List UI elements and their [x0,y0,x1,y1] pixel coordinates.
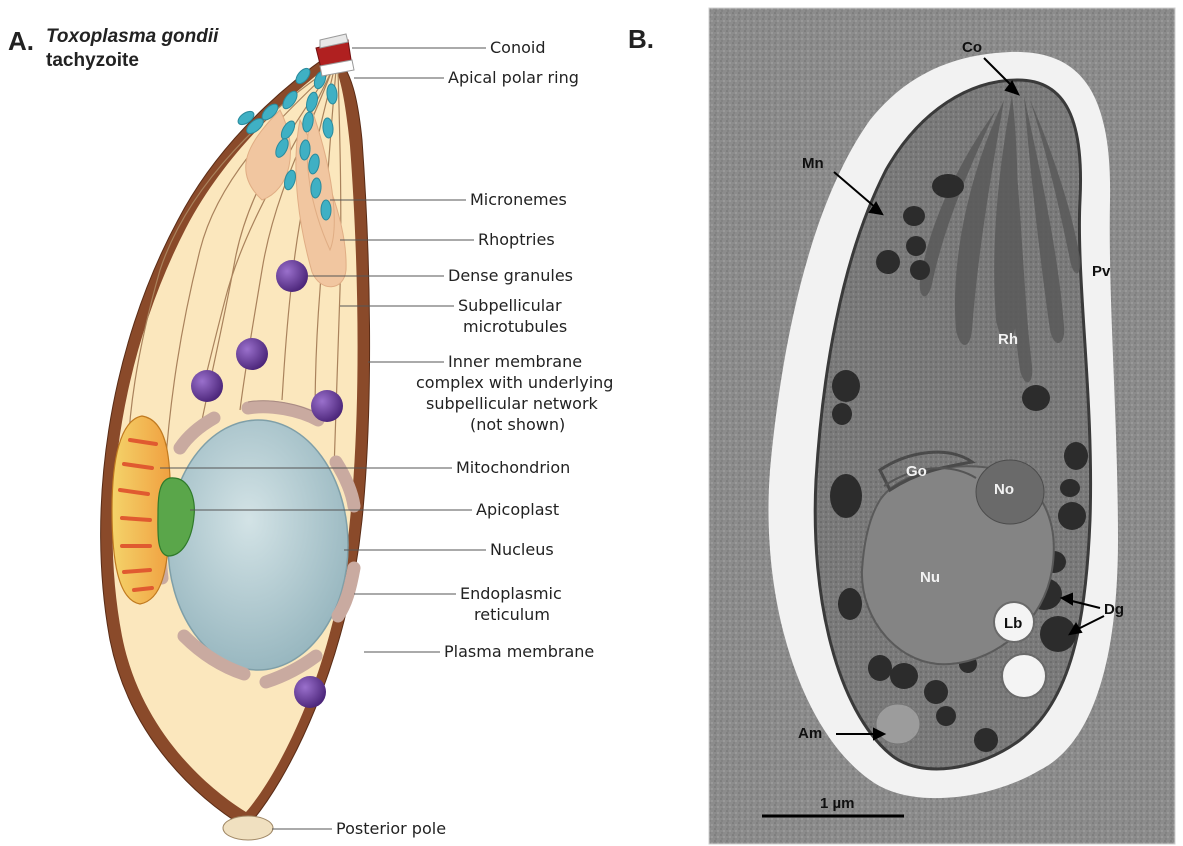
em-lipid-body-2 [1002,654,1046,698]
em-label-rh: Rh [998,331,1018,348]
em-label-nu: Nu [920,569,940,586]
em-label-pv: Pv [1092,263,1111,280]
em-label-go: Go [906,463,927,480]
em-amylopectin [876,704,920,744]
em-label-scale: 1 µm [820,795,855,812]
em-label-no: No [994,481,1014,498]
em-label-am: Am [798,725,822,742]
em-label-co: Co [962,39,982,56]
em-label-mn: Mn [802,155,824,172]
em-label-lb: Lb [1004,615,1022,632]
em-label-dg: Dg [1104,601,1124,618]
